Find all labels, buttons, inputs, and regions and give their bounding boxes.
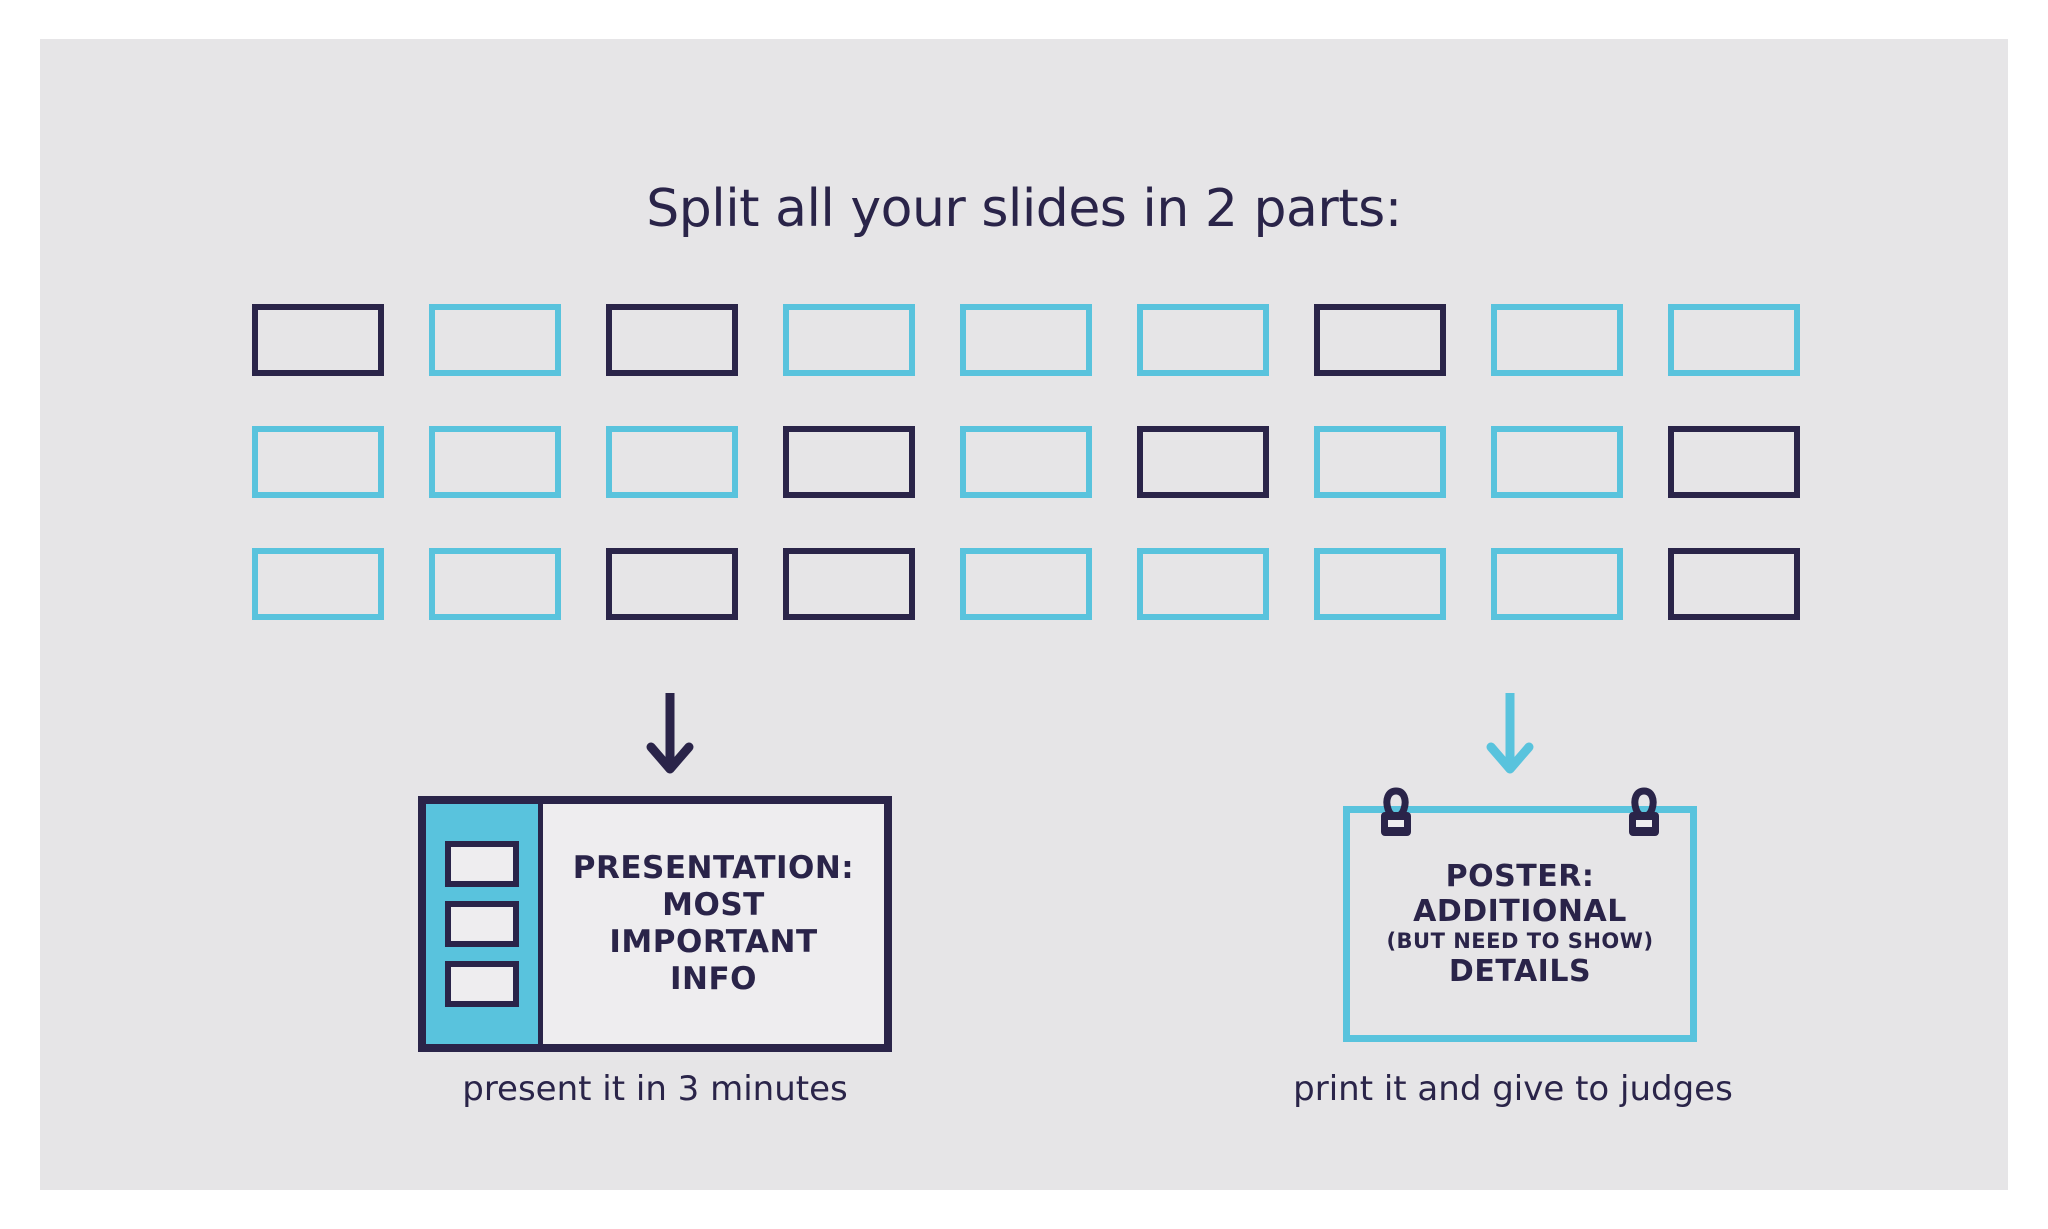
slide-cell[interactable] bbox=[429, 426, 561, 498]
slide-cell[interactable] bbox=[783, 426, 915, 498]
binder-clip-icon bbox=[1629, 787, 1659, 836]
slide-cell[interactable] bbox=[1668, 548, 1800, 620]
slide-cell[interactable] bbox=[1491, 548, 1623, 620]
presentation-thumbnail-strip bbox=[426, 804, 543, 1044]
slide-cell[interactable] bbox=[783, 548, 915, 620]
presentation-line-1: PRESENTATION: bbox=[572, 849, 855, 886]
slide-cell[interactable] bbox=[252, 548, 384, 620]
slide-cell[interactable] bbox=[1668, 304, 1800, 376]
slide-cell[interactable] bbox=[252, 304, 384, 376]
poster-caption: print it and give to judges bbox=[1293, 1069, 1733, 1109]
arrow-down-icon bbox=[646, 693, 694, 774]
presentation-line-2: MOST bbox=[662, 886, 765, 923]
slide-thumbnail bbox=[445, 841, 519, 887]
slide-cell[interactable] bbox=[1137, 426, 1269, 498]
slide-cell[interactable] bbox=[960, 426, 1092, 498]
arrow-down-icon bbox=[1486, 693, 1534, 774]
slide-cell[interactable] bbox=[1491, 426, 1623, 498]
page-title: Split all your slides in 2 parts: bbox=[646, 179, 1402, 239]
slide-cell[interactable] bbox=[1137, 304, 1269, 376]
poster-line-1: POSTER: bbox=[1445, 858, 1595, 894]
slide-cell[interactable] bbox=[1314, 304, 1446, 376]
slide-cell[interactable] bbox=[1314, 548, 1446, 620]
slide-cell[interactable] bbox=[429, 304, 561, 376]
presentation-label: PRESENTATION: MOST IMPORTANT INFO bbox=[543, 804, 884, 1044]
slide-cell[interactable] bbox=[429, 548, 561, 620]
slide-cell[interactable] bbox=[1668, 426, 1800, 498]
slide-thumbnail bbox=[445, 901, 519, 947]
binder-clip-icon bbox=[1381, 787, 1411, 836]
grid-row bbox=[252, 426, 1822, 498]
poster-card[interactable]: POSTER: ADDITIONAL (BUT NEED TO SHOW) DE… bbox=[1343, 787, 1697, 1042]
slide-cell[interactable] bbox=[960, 304, 1092, 376]
slide-thumbnail bbox=[445, 961, 519, 1007]
slide-cell[interactable] bbox=[606, 426, 738, 498]
slide-cell[interactable] bbox=[783, 304, 915, 376]
slide-cell[interactable] bbox=[606, 304, 738, 376]
poster-line-2: ADDITIONAL bbox=[1413, 893, 1627, 929]
presentation-line-4: INFO bbox=[669, 961, 757, 998]
slide-cell[interactable] bbox=[252, 426, 384, 498]
grid-row bbox=[252, 304, 1822, 376]
slide-thumbnail-grid bbox=[252, 304, 1822, 670]
slide-canvas: Split all your slides in 2 parts: bbox=[40, 39, 2008, 1190]
slide-cell[interactable] bbox=[606, 548, 738, 620]
presentation-caption: present it in 3 minutes bbox=[462, 1069, 848, 1109]
poster-line-3: (BUT NEED TO SHOW) bbox=[1386, 929, 1654, 954]
slide-cell[interactable] bbox=[1137, 548, 1269, 620]
grid-row bbox=[252, 548, 1822, 620]
presentation-card[interactable]: PRESENTATION: MOST IMPORTANT INFO bbox=[418, 796, 892, 1052]
slide-cell[interactable] bbox=[960, 548, 1092, 620]
slide-cell[interactable] bbox=[1314, 426, 1446, 498]
poster-line-4: DETAILS bbox=[1448, 954, 1592, 990]
slide-cell[interactable] bbox=[1491, 304, 1623, 376]
presentation-line-3: IMPORTANT bbox=[609, 924, 818, 960]
